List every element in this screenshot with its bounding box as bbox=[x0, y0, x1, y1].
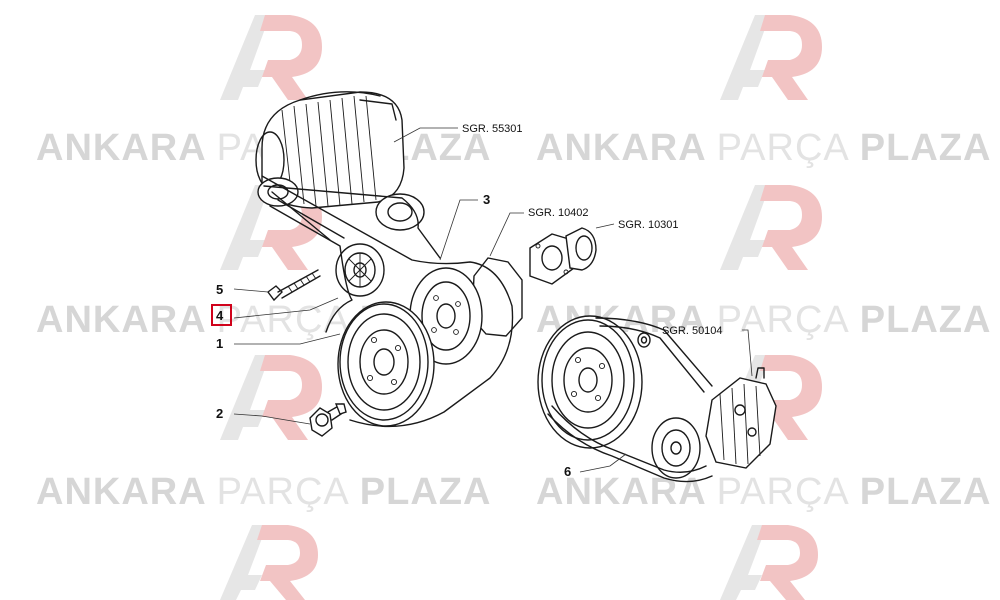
part-number-2[interactable]: 2 bbox=[216, 406, 223, 421]
crankshaft-pulley bbox=[337, 301, 435, 427]
leader-lines bbox=[233, 127, 753, 473]
watermark-logo-icon bbox=[720, 185, 822, 270]
alternator bbox=[255, 91, 405, 209]
ac-small-washer bbox=[637, 332, 651, 348]
tensioner-bolt bbox=[267, 269, 321, 302]
watermark-logo-icon bbox=[220, 355, 322, 440]
part-number-6[interactable]: 6 bbox=[564, 464, 571, 479]
part-number-3[interactable]: 3 bbox=[483, 192, 490, 207]
tensioner-pulley bbox=[335, 243, 385, 297]
part-number-5[interactable]: 5 bbox=[216, 282, 223, 297]
ac-crank-pulley bbox=[537, 315, 643, 449]
ref-water-pump-group-a[interactable]: SGR. 10402 bbox=[528, 207, 589, 219]
upper-idler-pulley bbox=[375, 193, 425, 231]
part-number-4[interactable]: 4 bbox=[216, 308, 224, 323]
ref-alternator-group[interactable]: SGR. 55301 bbox=[462, 123, 523, 135]
watermark-logo-icon bbox=[220, 525, 318, 600]
serpentine-belt bbox=[261, 175, 514, 428]
watermark-logo-icon bbox=[720, 15, 822, 100]
ref-compressor-group[interactable]: SGR. 50104 bbox=[662, 325, 723, 337]
watermark-logo-icon bbox=[220, 15, 322, 100]
part-labels: 5 4 1 2 3 6 SGR. 55301 SGR. 10402 SGR. 1… bbox=[216, 123, 723, 479]
ac-belt bbox=[547, 317, 713, 483]
ac-compressor bbox=[705, 367, 777, 469]
pulley-bolt bbox=[309, 403, 347, 437]
ref-water-pump-group-b[interactable]: SGR. 10301 bbox=[618, 219, 679, 231]
part-number-1[interactable]: 1 bbox=[216, 336, 223, 351]
ac-compressor-pulley bbox=[651, 417, 701, 479]
water-pump-housing bbox=[529, 227, 597, 285]
watermark-logo-icon bbox=[720, 525, 818, 600]
highlight-box-part-4 bbox=[211, 304, 232, 326]
alternator-pulley bbox=[257, 177, 299, 207]
